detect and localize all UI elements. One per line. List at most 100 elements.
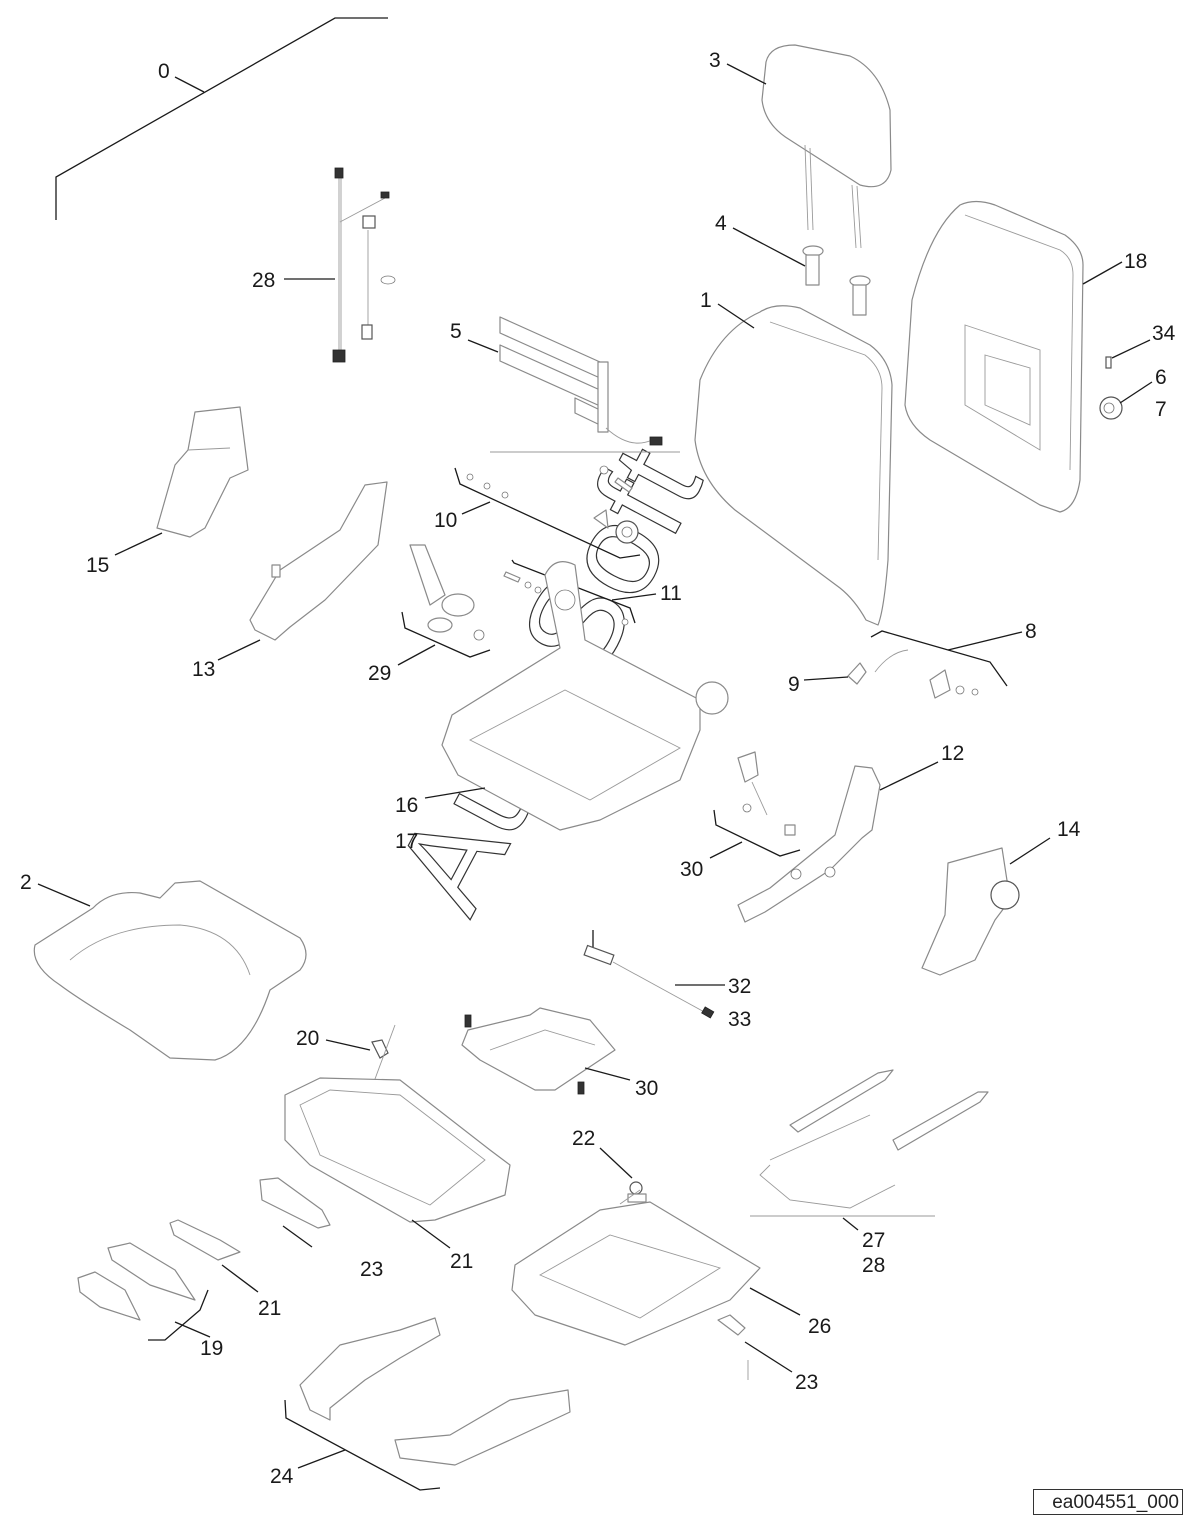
callout-24: 23 (282, 1225, 383, 1281)
callout-label: 20 (296, 1027, 319, 1050)
callout-label: 9 (788, 673, 800, 696)
callout-3: 3 (709, 49, 767, 85)
callout-label: 30 (635, 1077, 658, 1100)
callout-12: 12 (879, 742, 964, 791)
callout-label: 6 (1155, 366, 1167, 389)
callout-13: 13 (192, 639, 261, 681)
callout-19: 19 (174, 1321, 223, 1360)
callout-label: 29 (368, 662, 391, 685)
callout-25: 24 (270, 1449, 346, 1488)
part-belt-retractor (401, 544, 491, 658)
part-armrest-bracket-right (921, 847, 1020, 976)
callout-16-17: 16 17 (395, 787, 486, 853)
callout-label: 18 (1124, 250, 1147, 273)
part-handle-bracket (259, 1177, 331, 1229)
part-trim-covers (77, 1242, 209, 1341)
callout-label: 22 (572, 1127, 595, 1150)
callout-30a: 29 (368, 644, 436, 685)
callout-32-33: 32 33 (675, 975, 751, 1031)
drawing-id: ea004551_000 (1033, 1489, 1183, 1515)
callout-label: 15 (86, 554, 109, 577)
callout-15: 15 (86, 532, 163, 577)
callout-label: 7 (1155, 398, 1167, 421)
callout-6-7: 6 7 (1119, 366, 1167, 421)
part-slide-rails (750, 1069, 989, 1217)
callout-label: 27 (862, 1229, 885, 1252)
part-belt-buckle (713, 751, 801, 857)
part-suspension-top (461, 1007, 616, 1095)
part-backrest-shell (904, 200, 1084, 513)
callout-22: 22 (572, 1127, 633, 1179)
callout-11: 11 (611, 582, 682, 605)
callout-5: 5 (450, 320, 499, 353)
callout-label: 4 (715, 212, 727, 235)
callout-label: 12 (941, 742, 964, 765)
callout-label: 19 (200, 1337, 223, 1360)
callout-21a: 21 (411, 1219, 473, 1273)
part-seat-frame (441, 561, 729, 831)
part-headrest-guides (802, 245, 871, 316)
callout-31: 30 (584, 1067, 658, 1100)
part-pivot-kit (503, 559, 636, 626)
part-seat-pan (284, 1077, 511, 1223)
callout-label: 34 (1152, 322, 1176, 345)
callout-18: 18 (1082, 250, 1147, 285)
part-side-bracket-right (737, 765, 881, 923)
callout-label: 28 (252, 269, 275, 292)
callout-label: 24 (270, 1465, 294, 1488)
part-base-plate (511, 1201, 761, 1346)
callout-label: 30 (680, 858, 703, 881)
part-headrest (761, 44, 892, 249)
callout-27-28: 27 28 (842, 1217, 885, 1277)
part-lumbar-support (490, 316, 680, 453)
callout-label: 28 (862, 1254, 885, 1277)
callout-label: 14 (1057, 818, 1081, 841)
part-wiring-harness (332, 167, 396, 363)
callout-label: 23 (360, 1258, 383, 1281)
callout-30b: 30 (680, 841, 743, 881)
callout-label: 32 (728, 975, 751, 998)
callout-label: 1 (700, 289, 712, 312)
callout-label: 16 (395, 794, 418, 817)
callout-1: 1 (700, 289, 755, 329)
part-backrest-cushion (694, 305, 893, 626)
callout-label: 11 (660, 582, 682, 605)
part-switch-cable (583, 930, 715, 1019)
part-seat-cushion (33, 880, 307, 1061)
part-rail-strip (169, 1219, 241, 1261)
callout-label: 8 (1025, 620, 1037, 643)
part-label-decal (1105, 356, 1112, 369)
callout-label: 10 (434, 509, 457, 532)
callout-26: 26 (749, 1287, 831, 1338)
callout-label: 33 (728, 1008, 751, 1031)
part-mounting-tab (717, 1314, 749, 1380)
part-adjuster-knob (619, 1181, 647, 1205)
callout-29: 28 (252, 269, 335, 292)
callout-label: 5 (450, 320, 462, 343)
callout-20: 20 (296, 1027, 371, 1051)
callout-label: 13 (192, 658, 215, 681)
part-recliner-kit (847, 630, 1008, 699)
callout-label: 0 (158, 60, 170, 83)
callout-label: 26 (808, 1315, 831, 1338)
callout-label: 3 (709, 49, 721, 72)
callout-0: 0 (55, 17, 388, 220)
callout-4: 4 (715, 212, 806, 267)
callout-label: 21 (258, 1297, 281, 1320)
part-knob (1099, 396, 1123, 420)
callout-34: 34 (1111, 322, 1176, 359)
part-hardware-kit (454, 465, 641, 559)
callout-10: 10 (434, 501, 491, 532)
callout-label: 21 (450, 1250, 473, 1273)
callout-label: 17 (395, 830, 418, 853)
callout-23: 23 (744, 1341, 818, 1394)
part-armrest-bracket-left (156, 406, 249, 538)
callout-14: 14 (1009, 818, 1081, 865)
callout-label: 2 (20, 871, 32, 894)
callout-9: 9 (788, 673, 849, 696)
part-side-bracket-left (249, 481, 388, 641)
callout-label: 23 (795, 1371, 818, 1394)
callout-21b: 21 (221, 1264, 281, 1320)
callout-8: 8 (947, 620, 1037, 651)
